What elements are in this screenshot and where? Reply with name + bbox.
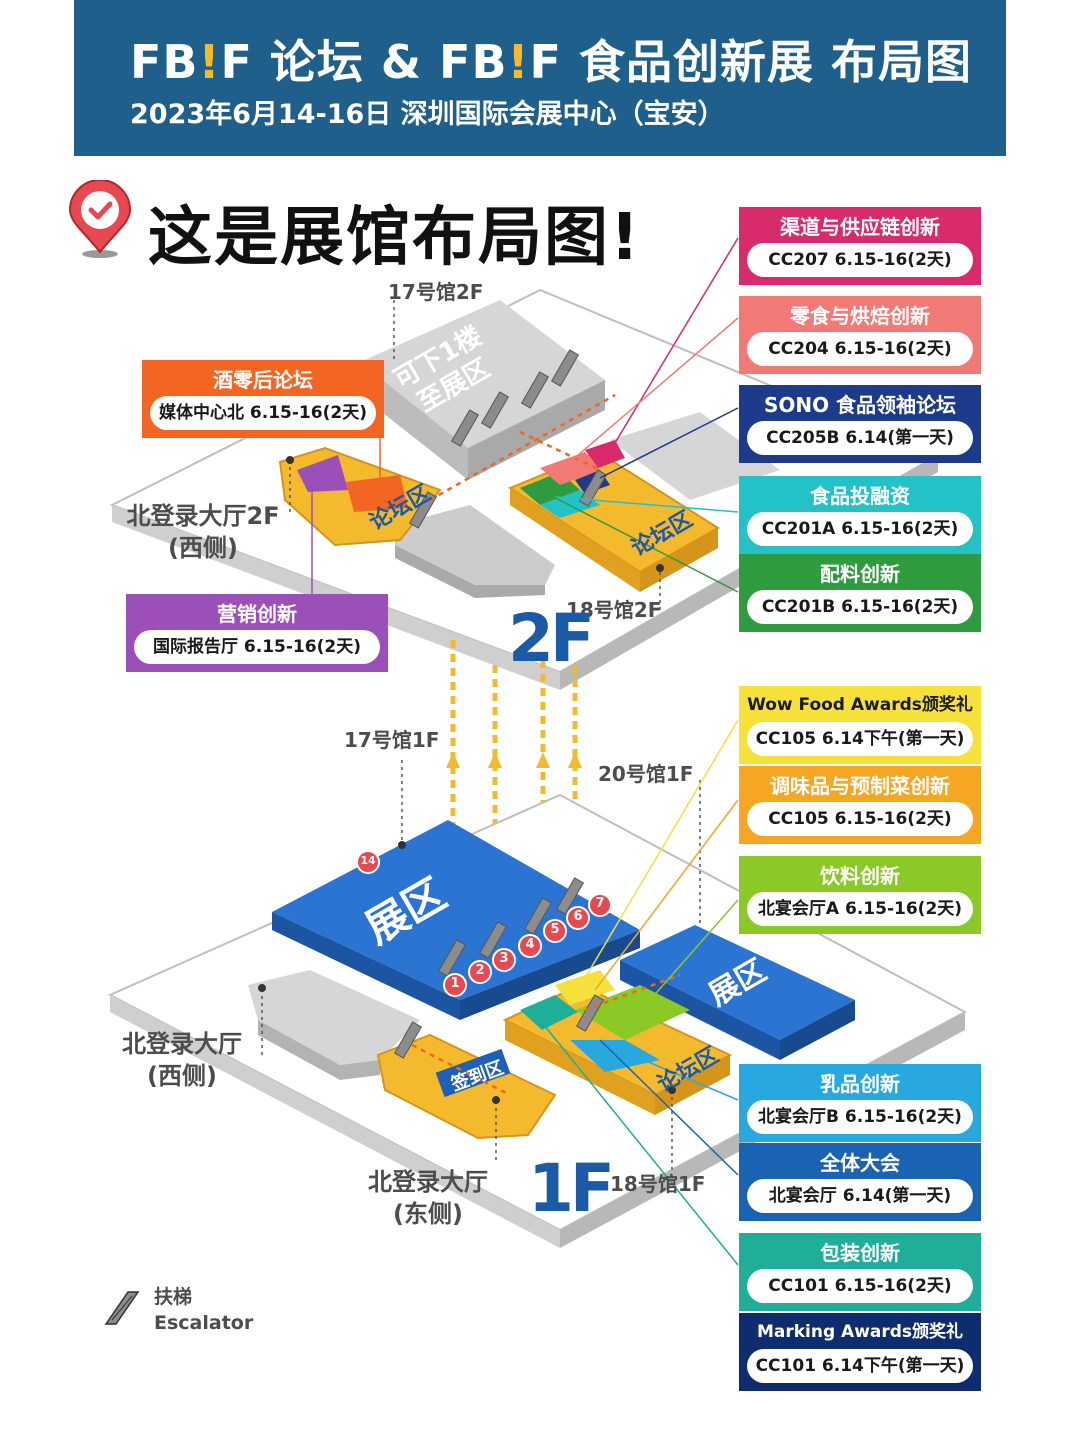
forum-card-detail: CC204 6.15-16(2天) (747, 332, 973, 366)
header-banner: FB!F 论坛 & FB!F 食品创新展 布局图 2023年6月14-16日 深… (74, 0, 1006, 156)
card-leader-lines (311, 237, 739, 1266)
hall17-2f-label: 17号馆2F (388, 280, 484, 304)
forum-card: 调味品与预制菜创新 CC105 6.15-16(2天) (739, 766, 981, 844)
entrance-label: 2 (475, 963, 485, 978)
hall20-1f-label: 20号馆1F (598, 762, 694, 786)
headline: 这是展馆布局图! (148, 201, 642, 275)
floor-1f-badge: 1F (528, 1150, 615, 1227)
north-lobby-2f-label: 北登录大厅2F (西侧) (126, 502, 280, 562)
hall17-2f-block (360, 300, 605, 448)
forum-card: 全体大会北宴会厅 6.14(第一天) (739, 1143, 981, 1221)
entrance-label: 3 (499, 951, 509, 966)
escalator-icon (408, 349, 608, 529)
forum-card-detail: 北宴会厅 6.14(第一天) (747, 1179, 973, 1213)
entrance-label: 5 (550, 922, 560, 937)
forum-card-title: Wow Food Awards颁奖礼 (747, 695, 973, 715)
forum-card-detail: CC105 6.15-16(2天) (747, 802, 973, 836)
floor-connection-arrowheads (446, 752, 582, 768)
north-lobby-1f-west-shape (248, 970, 420, 1065)
forum-card: Marking Awards颁奖礼 CC101 6.14下午(第一天) (739, 1313, 981, 1391)
legend-label: 扶梯 Escalator (154, 1286, 254, 1334)
forum-card: Wow Food Awards颁奖礼 CC105 6.14下午(第一天) (739, 686, 981, 764)
forum-card-title: SONO 食品领袖论坛 (763, 393, 957, 417)
entrance-label: 7 (595, 896, 605, 911)
forum-card-title: 配料创新 (820, 562, 900, 586)
forum-card-detail: CC207 6.15-16(2天) (747, 243, 973, 277)
forum-card-detail: CC101 6.14下午(第一天) (747, 1349, 973, 1383)
forum-card: SONO 食品领袖论坛 CC205B 6.14(第一天) (739, 385, 981, 463)
forum-card-title: 包装创新 (820, 1241, 900, 1265)
forum-card-title: 饮料创新 (820, 864, 900, 888)
entrance-label: 1 (450, 976, 460, 991)
entrance-label: 6 (573, 909, 583, 924)
forum-card: 饮料创新北宴会厅A 6.15-16(2天) (739, 856, 981, 934)
forum-card: 渠道与供应链创新 CC207 6.15-16(2天) (739, 207, 981, 285)
forum-card-title: 食品投融资 (810, 484, 910, 508)
forum-card-detail: CC201B 6.15-16(2天) (747, 590, 973, 624)
forum-card-detail: 北宴会厅B 6.15-16(2天) (747, 1100, 973, 1134)
forum-card: 配料创新 CC201B 6.15-16(2天) (739, 554, 981, 632)
forum-card-detail: CC101 6.15-16(2天) (747, 1269, 973, 1303)
floor-2f-badge: 2F (508, 600, 595, 677)
forum-card-title: Marking Awards颁奖礼 (756, 1322, 964, 1342)
north-lobby-1f-west-label: 北登录大厅 (西侧) (122, 1030, 242, 1090)
entrance-markers (356, 850, 612, 997)
escalator-icon (393, 877, 605, 1059)
location-check-icon (68, 180, 132, 258)
hall18-2f-label: 18号馆2F (566, 598, 662, 622)
entrance-label: 14 (360, 854, 376, 867)
hall18-2f-block (610, 412, 780, 500)
forum-card-title: 乳品创新 (820, 1072, 900, 1096)
hall18-1f-label: 18号馆1F (610, 1172, 706, 1196)
exhibit-hall-1f-right (620, 925, 855, 1040)
hall17-1f-label: 17号馆1F (344, 728, 440, 752)
entrance-label: 4 (525, 937, 535, 952)
forum-card: 乳品创新北宴会厅B 6.15-16(2天) (739, 1064, 981, 1142)
forum-card-title: 零食与烘焙创新 (790, 304, 930, 328)
forum-card-left-0: 酒零后论坛 媒体中心北 6.15-16(2天) (142, 360, 384, 438)
page-title: FB!F 论坛 & FB!F 食品创新展 布局图 (130, 35, 972, 89)
forum-card-detail: CC201A 6.15-16(2天) (747, 512, 973, 546)
escalator-icon (104, 1291, 140, 1325)
forum-card: 零食与烘焙创新 CC204 6.15-16(2天) (739, 296, 981, 374)
forum-card-title: 全体大会 (820, 1151, 900, 1175)
forum-card-title: 调味品与预制菜创新 (770, 774, 950, 798)
forum-card-detail: CC205B 6.14(第一天) (747, 421, 973, 455)
page-subtitle: 2023年6月14-16日 深圳国际会展中心（宝安） (130, 99, 725, 130)
north-lobby-1f-east-label: 北登录大厅 (东侧) (368, 1168, 488, 1228)
forum-card-left-1: 营销创新 国际报告厅 6.15-16(2天) (126, 594, 388, 672)
forum-card-title: 渠道与供应链创新 (780, 215, 940, 239)
forum-card: 食品投融资 CC201A 6.15-16(2天) (739, 476, 981, 554)
forum-card-detail: CC105 6.14下午(第一天) (747, 722, 973, 756)
forum-card-detail: 北宴会厅A 6.15-16(2天) (747, 892, 973, 926)
forum-card: 包装创新 CC101 6.15-16(2天) (739, 1233, 981, 1311)
